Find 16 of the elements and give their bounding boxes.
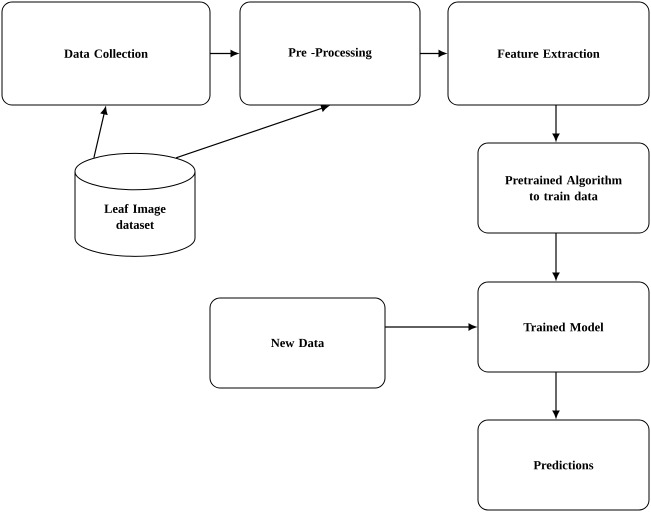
process-box: New Data (210, 298, 386, 388)
process-box: Trained Model (478, 282, 650, 372)
arrow (176, 104, 329, 158)
arrow (386, 324, 476, 330)
process-box: Feature Extraction (448, 2, 650, 106)
process-box: Predictions (478, 420, 650, 510)
arrow (552, 234, 560, 280)
arrow (552, 372, 560, 418)
arrow (210, 50, 238, 57)
arrow (552, 106, 560, 141)
process-box: Pre -Processing (240, 2, 420, 106)
process-box: Data Collection (2, 2, 210, 106)
database-cylinder: Leaf Image dataset (74, 152, 196, 257)
arrow (420, 50, 446, 57)
process-box: Pretrained Algorithm to train data (478, 142, 650, 234)
arrow (93, 106, 108, 158)
